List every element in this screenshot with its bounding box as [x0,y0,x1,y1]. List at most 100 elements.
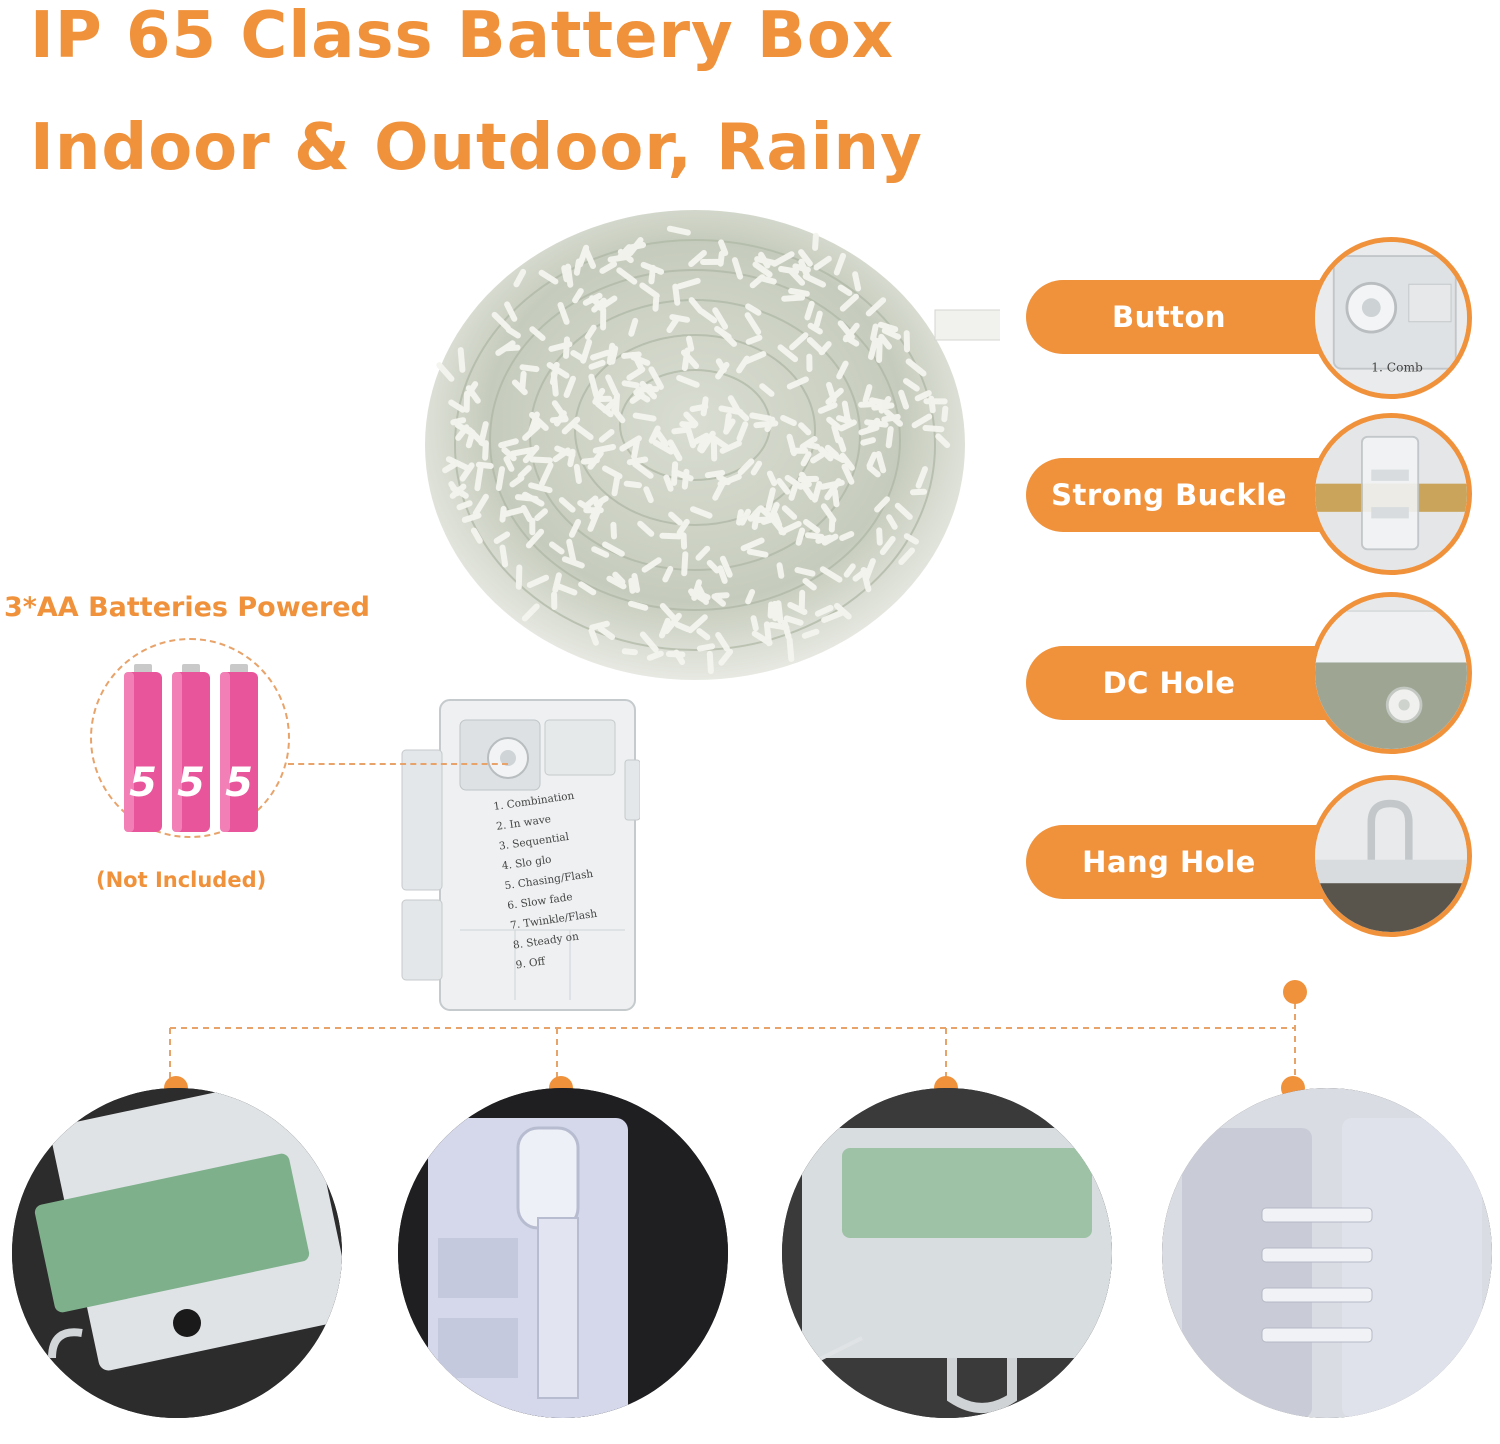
coil-bulb [628,577,636,594]
coil-bulb [676,518,690,536]
coil-bulb [621,648,638,656]
coil-bulb [561,416,581,435]
coil-bulb [866,464,881,478]
coil-bulb [718,239,729,256]
coil-bulb [806,337,826,355]
coil-bulb [495,340,516,356]
coil-bulb [482,440,489,461]
detail-photo-side-buckle [1162,1088,1492,1418]
coil-bulb [879,536,896,556]
coil-bulb [714,326,732,340]
coil-bulb [798,589,806,613]
coil-bulb [691,579,702,601]
coil-bulb [798,422,812,436]
coil-bulb [885,426,894,449]
coil-bulb [695,545,711,561]
coil-bulb [820,503,837,523]
coil-bulb [549,416,569,424]
coil-bulb [852,271,862,292]
coil-bulb [550,371,559,397]
coil-bulb [723,412,732,433]
coil-bulb [766,470,778,487]
coil-bulb [609,345,619,365]
battery-box-image: 1. Combination 2. In wave 3. Sequential … [401,699,640,1011]
coil-bulb [687,614,708,634]
coil-bulb [767,601,775,619]
coil-bulb [598,429,615,443]
coil-bulb [811,481,823,503]
coil-bulb [800,481,815,501]
coil-bulb [501,506,526,518]
coil-bulb [590,349,611,361]
battery-connector-line [288,763,508,765]
coil-bulb [549,541,565,555]
coil-bulb [589,295,605,310]
coil-bulb [610,521,617,540]
coil-bulb [802,578,817,591]
coil-bulb [499,505,507,523]
coil-bulb [719,555,733,578]
coil-bulb [881,327,902,340]
coil-bulb [475,461,494,469]
coil-bulb [875,451,887,474]
coil-bulb [752,261,773,278]
coil-bulb [509,475,525,488]
coil-bulb [719,440,742,454]
coil-bulb [691,432,710,445]
coil-bulb [505,326,521,339]
coil-bulb [652,439,675,455]
coil-bulb [548,341,573,352]
coil-bulb [635,383,653,393]
coil-bulb [860,567,872,593]
coil-bulb [519,364,540,373]
coil-bulb [831,488,840,508]
headline-line-1: IP 65 Class Battery Box [30,0,895,73]
coil-bulb [858,401,876,408]
coil-bulb [744,312,762,335]
coil-bulb [639,282,660,299]
coil-bulb [522,444,540,464]
coil-bulb [765,487,776,513]
coil-bulb [602,541,625,557]
coil-bulb [706,650,714,675]
coil-bulb [501,446,517,462]
coil-bulb [898,389,909,410]
coil-bulb [804,532,825,540]
coil-bulb [780,415,797,426]
coil-bulb [881,413,901,423]
coil-bulb [777,344,799,363]
coil-bulb [515,564,523,590]
coil-bulb [772,511,783,528]
coil-bulb [781,619,792,640]
coil-bulb [704,469,726,479]
coil-bulb [870,323,879,342]
coil-bulb [898,547,915,565]
coil-bulb [450,417,467,426]
coil-bulb [745,303,762,316]
coil-bulb [554,445,576,458]
coil-bulb [643,486,654,504]
coil-bulb [894,502,913,520]
coil-bulb [445,456,470,471]
coil-bulb [788,484,798,501]
coil-bulb [941,405,949,423]
coil-bulb [839,293,859,312]
coil-bulb [759,383,775,397]
coil-bulb [737,458,755,476]
coil-bulb [627,242,646,251]
coil-bulb [776,478,791,495]
coil-bulb [812,232,819,251]
coil-bulb [663,474,674,492]
coil-bulb [786,376,809,390]
coil-bulb [745,334,763,345]
coil-bulb [529,326,546,341]
coil-bulb [671,426,691,435]
coil-bulb [833,252,846,276]
coil-bulb [612,571,626,585]
coil-bulb [584,324,597,340]
coil-bulb [800,451,812,467]
coil-bulb [787,267,806,286]
coil-bulb [817,402,838,414]
coil-bulb [686,335,695,352]
coil-bulb [631,573,641,593]
